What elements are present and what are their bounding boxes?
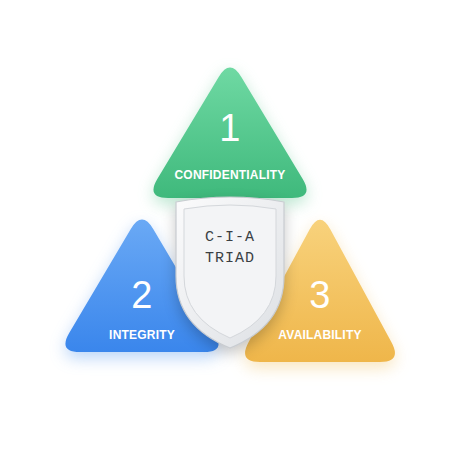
shield-title: C-I-A TRIAD xyxy=(194,227,266,269)
pillar-label: INTEGRITY xyxy=(109,327,175,343)
callout-number: 1 xyxy=(219,108,240,148)
shield-inner xyxy=(184,205,276,338)
confidentiality-triangle: 1CONFIDENTIALITY xyxy=(142,52,318,204)
triangle-fill xyxy=(65,219,218,352)
shield-shape xyxy=(168,190,292,350)
triangle-fill xyxy=(245,220,395,362)
callout-number: 3 xyxy=(309,275,330,315)
callout-number: 2 xyxy=(131,275,152,315)
pillar-label: CONFIDENTIALITY xyxy=(175,167,286,183)
triad-shield: C-I-A TRIAD xyxy=(168,190,292,350)
triangle-fill xyxy=(153,67,306,198)
pillar-label: AVAILABILITY xyxy=(278,327,361,343)
